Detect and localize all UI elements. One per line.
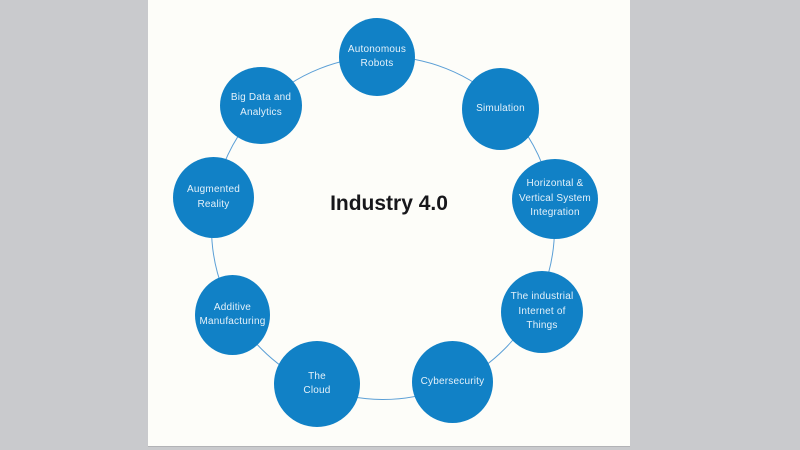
- node-autonomous-robots: Autonomous Robots: [339, 18, 415, 96]
- diagram-title: Industry 4.0: [330, 192, 448, 215]
- node-additive-manufacturing: Additive Manufacturing: [195, 275, 270, 355]
- node-cybersecurity: Cybersecurity: [412, 341, 493, 423]
- node-horizontal-vertical-system-integration: Horizontal & Vertical System Integration: [512, 159, 598, 239]
- node-industrial-internet-of-things: The industrial Internet of Things: [501, 271, 583, 353]
- node-the-cloud: The Cloud: [274, 341, 360, 427]
- node-augmented-reality: Augmented Reality: [173, 157, 254, 238]
- node-simulation: Simulation: [462, 68, 539, 150]
- node-big-data-analytics: Big Data and Analytics: [220, 67, 302, 144]
